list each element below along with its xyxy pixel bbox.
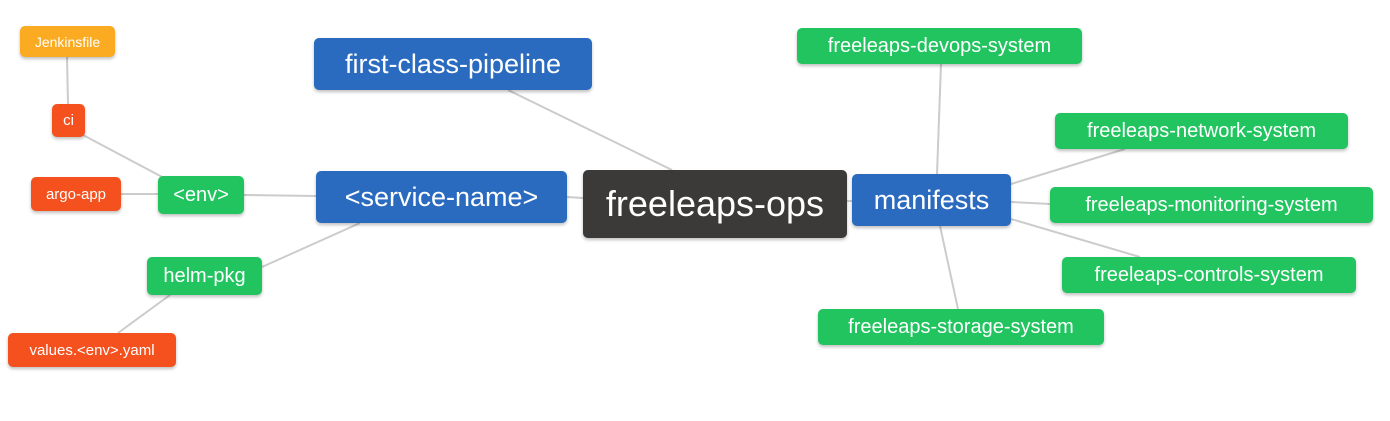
edge-manifests-monitoring-system xyxy=(1010,201,1051,205)
node-freeleaps-ops[interactable]: freeleaps-ops xyxy=(583,170,847,238)
node-freeleaps-monitoring-system[interactable]: freeleaps-monitoring-system xyxy=(1050,187,1373,223)
edge-env-service-name xyxy=(243,194,317,197)
node-first-class-pipeline[interactable]: first-class-pipeline xyxy=(314,38,592,90)
node-service-name[interactable]: <service-name> xyxy=(316,171,567,223)
node-manifests[interactable]: manifests xyxy=(852,174,1011,226)
edge-service-name-ops xyxy=(566,196,584,199)
node-freeleaps-controls-system[interactable]: freeleaps-controls-system xyxy=(1062,257,1356,293)
node-jenkinsfile[interactable]: Jenkinsfile xyxy=(20,26,115,57)
node-freeleaps-storage-system[interactable]: freeleaps-storage-system xyxy=(818,309,1104,345)
node-values-env-yaml[interactable]: values.<env>.yaml xyxy=(8,333,176,367)
node-argo-app[interactable]: argo-app xyxy=(31,177,121,211)
node-env[interactable]: <env> xyxy=(158,176,244,214)
edge-manifests-network-system xyxy=(1010,148,1126,185)
edge-ci-env xyxy=(82,134,167,180)
node-helm-pkg[interactable]: helm-pkg xyxy=(147,257,262,295)
edge-first-class-pipeline-ops xyxy=(507,89,673,171)
edge-jenkinsfile-ci xyxy=(66,56,69,105)
node-freeleaps-devops-system[interactable]: freeleaps-devops-system xyxy=(797,28,1082,64)
edge-service-name-helm-pkg xyxy=(261,222,361,268)
node-ci[interactable]: ci xyxy=(52,104,85,137)
edge-manifests-devops-system xyxy=(936,63,942,175)
edge-manifests-storage-system xyxy=(939,225,959,310)
edge-manifests-controls-system xyxy=(1010,218,1141,258)
node-freeleaps-network-system[interactable]: freeleaps-network-system xyxy=(1055,113,1348,149)
edge-helm-pkg-values-env-yaml xyxy=(117,294,171,334)
